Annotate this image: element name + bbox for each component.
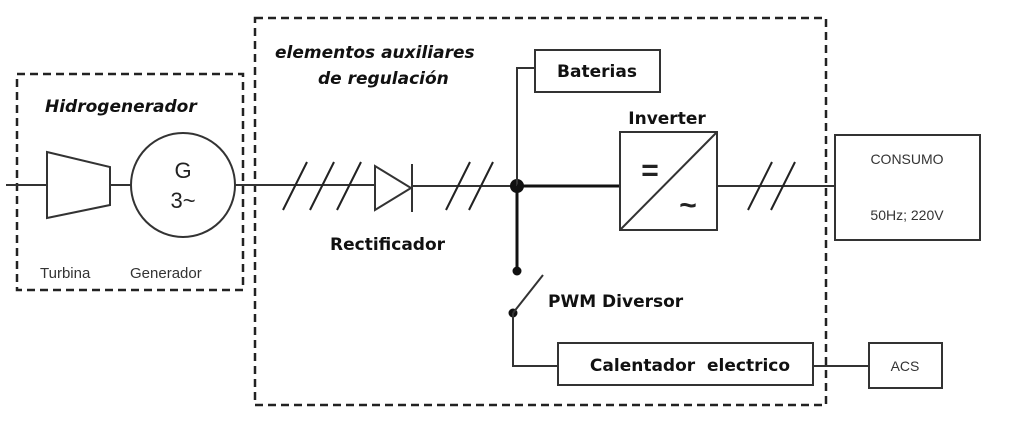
auxiliary-title-line2: de regulación [318, 69, 449, 89]
load-title: CONSUMO [870, 151, 943, 167]
battery-branch-line [516, 67, 535, 186]
generator-phases: 3~ [170, 188, 195, 213]
load-spec: 50Hz; 220V [870, 207, 944, 223]
generator-symbol: G [174, 158, 191, 183]
load-box [834, 134, 981, 241]
inverter-label: Inverter [628, 109, 706, 129]
three-phase-marks [282, 161, 362, 211]
batteries-label: Baterias [557, 62, 637, 82]
ac-output-marks [747, 161, 796, 211]
heater-label: Calentador electrico [590, 356, 790, 376]
inverter-dc-symbol: = [641, 154, 659, 187]
inverter-ac-symbol: ~ [679, 189, 697, 222]
auxiliary-group-box [253, 16, 828, 407]
pwm-switch-icon [512, 274, 544, 314]
rectifier-label: Rectificador [330, 235, 446, 255]
rectifier-diode-icon [374, 164, 413, 212]
acs-box [868, 342, 943, 389]
diverter-label: PWM Diversor [548, 292, 684, 312]
heater-feed-line [512, 313, 558, 367]
turbine-label: Turbina [40, 265, 91, 282]
hydrogenerator-title: Hidrogenerador [45, 97, 198, 117]
dc-tick-mark [445, 161, 471, 211]
auxiliary-title-line1: elementos auxiliares [275, 43, 475, 63]
inverter-diagonal [619, 131, 718, 231]
generator-icon [130, 132, 236, 238]
switch-contact-top [512, 266, 522, 276]
generator-label: Generador [130, 265, 202, 282]
dc-tick-mark [468, 161, 494, 211]
ac-tick-mark [770, 161, 796, 211]
phase-tick-mark [309, 161, 335, 211]
turbine-icon [46, 150, 111, 220]
phase-tick-mark [336, 161, 362, 211]
heater-box [557, 342, 814, 386]
ac-tick-mark [747, 161, 773, 211]
phase-tick-mark [282, 161, 308, 211]
batteries-box [534, 49, 661, 93]
acs-label: ACS [891, 358, 920, 374]
dc-conductor-marks [445, 161, 494, 211]
